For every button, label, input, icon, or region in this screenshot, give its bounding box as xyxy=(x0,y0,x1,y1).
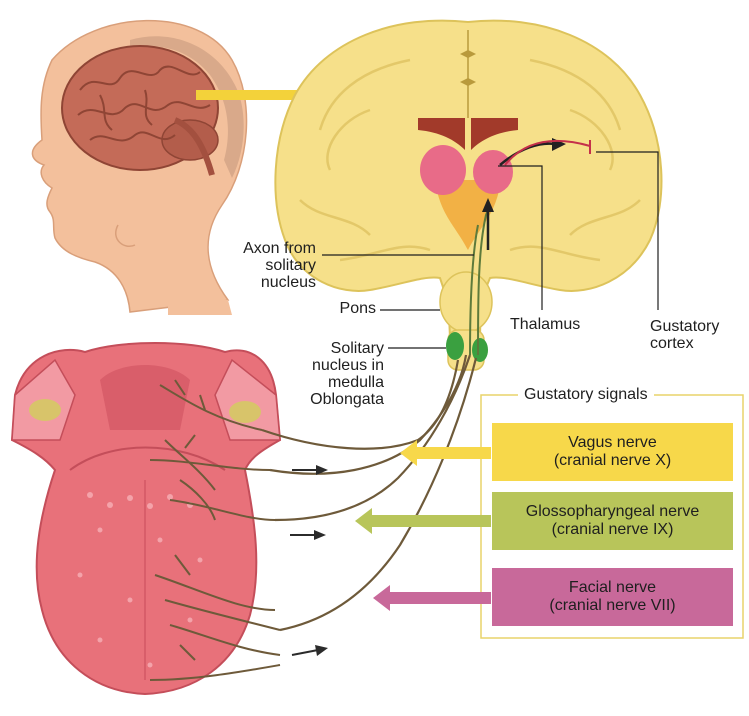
left-gland xyxy=(29,399,61,421)
solitary-label-line-4: Oblongata xyxy=(262,391,384,408)
facial-nerve-box: Facial nerve (cranial nerve VII) xyxy=(492,568,733,626)
glossopharyngeal-arrow xyxy=(355,508,491,534)
solitary-nucleus-right xyxy=(472,338,488,362)
solitary-nucleus-label: Solitary nucleus in medulla Oblongata xyxy=(262,340,384,408)
thalamus-label: Thalamus xyxy=(510,316,580,333)
brain-coronal-slice xyxy=(275,21,661,370)
cerebellum xyxy=(162,120,218,160)
solitary-label-line-1: Solitary xyxy=(262,340,384,357)
facial-arrow xyxy=(373,585,491,611)
vagus-nerve-detail: (cranial nerve X) xyxy=(554,452,671,470)
facial-nerve-detail: (cranial nerve VII) xyxy=(549,597,675,615)
pons-region xyxy=(440,272,492,332)
glossopharyngeal-nerve-detail: (cranial nerve IX) xyxy=(552,521,674,539)
pons-label: Pons xyxy=(300,300,376,317)
vagus-arrow xyxy=(400,440,491,466)
glossopharyngeal-nerve-name: Glossopharyngeal nerve xyxy=(526,503,699,521)
vagus-nerve-box: Vagus nerve (cranial nerve X) xyxy=(492,423,733,481)
tongue-root xyxy=(100,365,190,430)
solitary-label-line-3: medulla xyxy=(262,374,384,391)
direction-arrows xyxy=(290,465,328,656)
thalamus-right xyxy=(473,150,513,194)
vagus-nerve-name: Vagus nerve xyxy=(568,434,657,452)
gustatory-cortex-line-1: Gustatory xyxy=(650,318,748,335)
axon-label-line-1: Axon from xyxy=(196,240,316,257)
solitary-label-line-2: nucleus in xyxy=(262,357,384,374)
facial-nerve-name: Facial nerve xyxy=(569,579,656,597)
tongue-illustration xyxy=(12,343,280,694)
solitary-nucleus-left xyxy=(446,332,464,360)
right-gland xyxy=(229,401,261,423)
gustatory-cortex-label: Gustatory cortex xyxy=(650,318,748,352)
gustatory-signals-title: Gustatory signals xyxy=(518,386,654,404)
glossopharyngeal-nerve-box: Glossopharyngeal nerve (cranial nerve IX… xyxy=(492,492,733,550)
axon-label-line-2: solitary xyxy=(196,257,316,274)
thalamus-left xyxy=(420,145,466,195)
gustatory-cortex-line-2: cortex xyxy=(650,335,748,352)
axon-label: Axon from solitary nucleus xyxy=(196,240,316,291)
axon-label-line-3: nucleus xyxy=(196,274,316,291)
